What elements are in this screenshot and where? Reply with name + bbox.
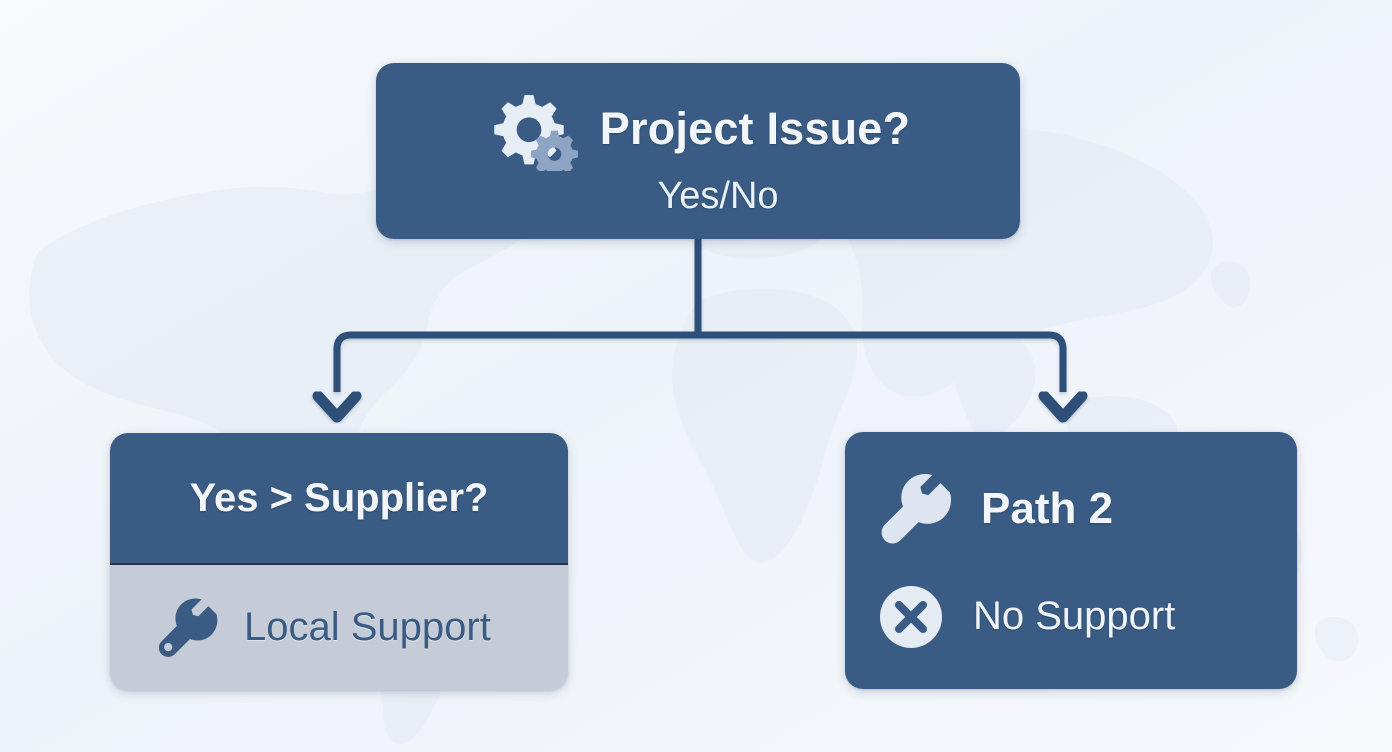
wrench-icon <box>881 473 952 543</box>
right-branch-support-label: No Support <box>973 594 1176 638</box>
arrowhead-left <box>312 390 362 423</box>
connector-bus-right <box>698 331 1067 392</box>
node-branch-right[interactable]: Path 2 No Support <box>845 432 1297 689</box>
root-title: Project Issue? <box>599 103 911 155</box>
right-branch-row-support: No Support <box>877 583 1297 651</box>
root-subtitle: Yes/No <box>657 174 779 217</box>
node-root-decision[interactable]: Project Issue? Yes/No <box>376 63 1020 239</box>
right-branch-row-path: Path 2 <box>877 471 1297 547</box>
gears-icon <box>494 94 578 171</box>
root-title-row: Project Issue? <box>486 89 910 171</box>
wrench-icon <box>158 598 218 657</box>
left-branch-support-label: Local Support <box>244 605 491 649</box>
node-branch-left[interactable]: Yes > Supplier? Local Support <box>110 433 568 690</box>
right-branch-path-label: Path 2 <box>981 483 1114 533</box>
arrowhead-right <box>1038 390 1088 423</box>
connector-bus-left <box>333 331 698 392</box>
x-circle-icon <box>880 585 942 648</box>
left-branch-title: Yes > Supplier? <box>189 475 489 520</box>
left-branch-header: Yes > Supplier? <box>110 433 568 565</box>
left-branch-body: Local Support <box>110 565 568 690</box>
